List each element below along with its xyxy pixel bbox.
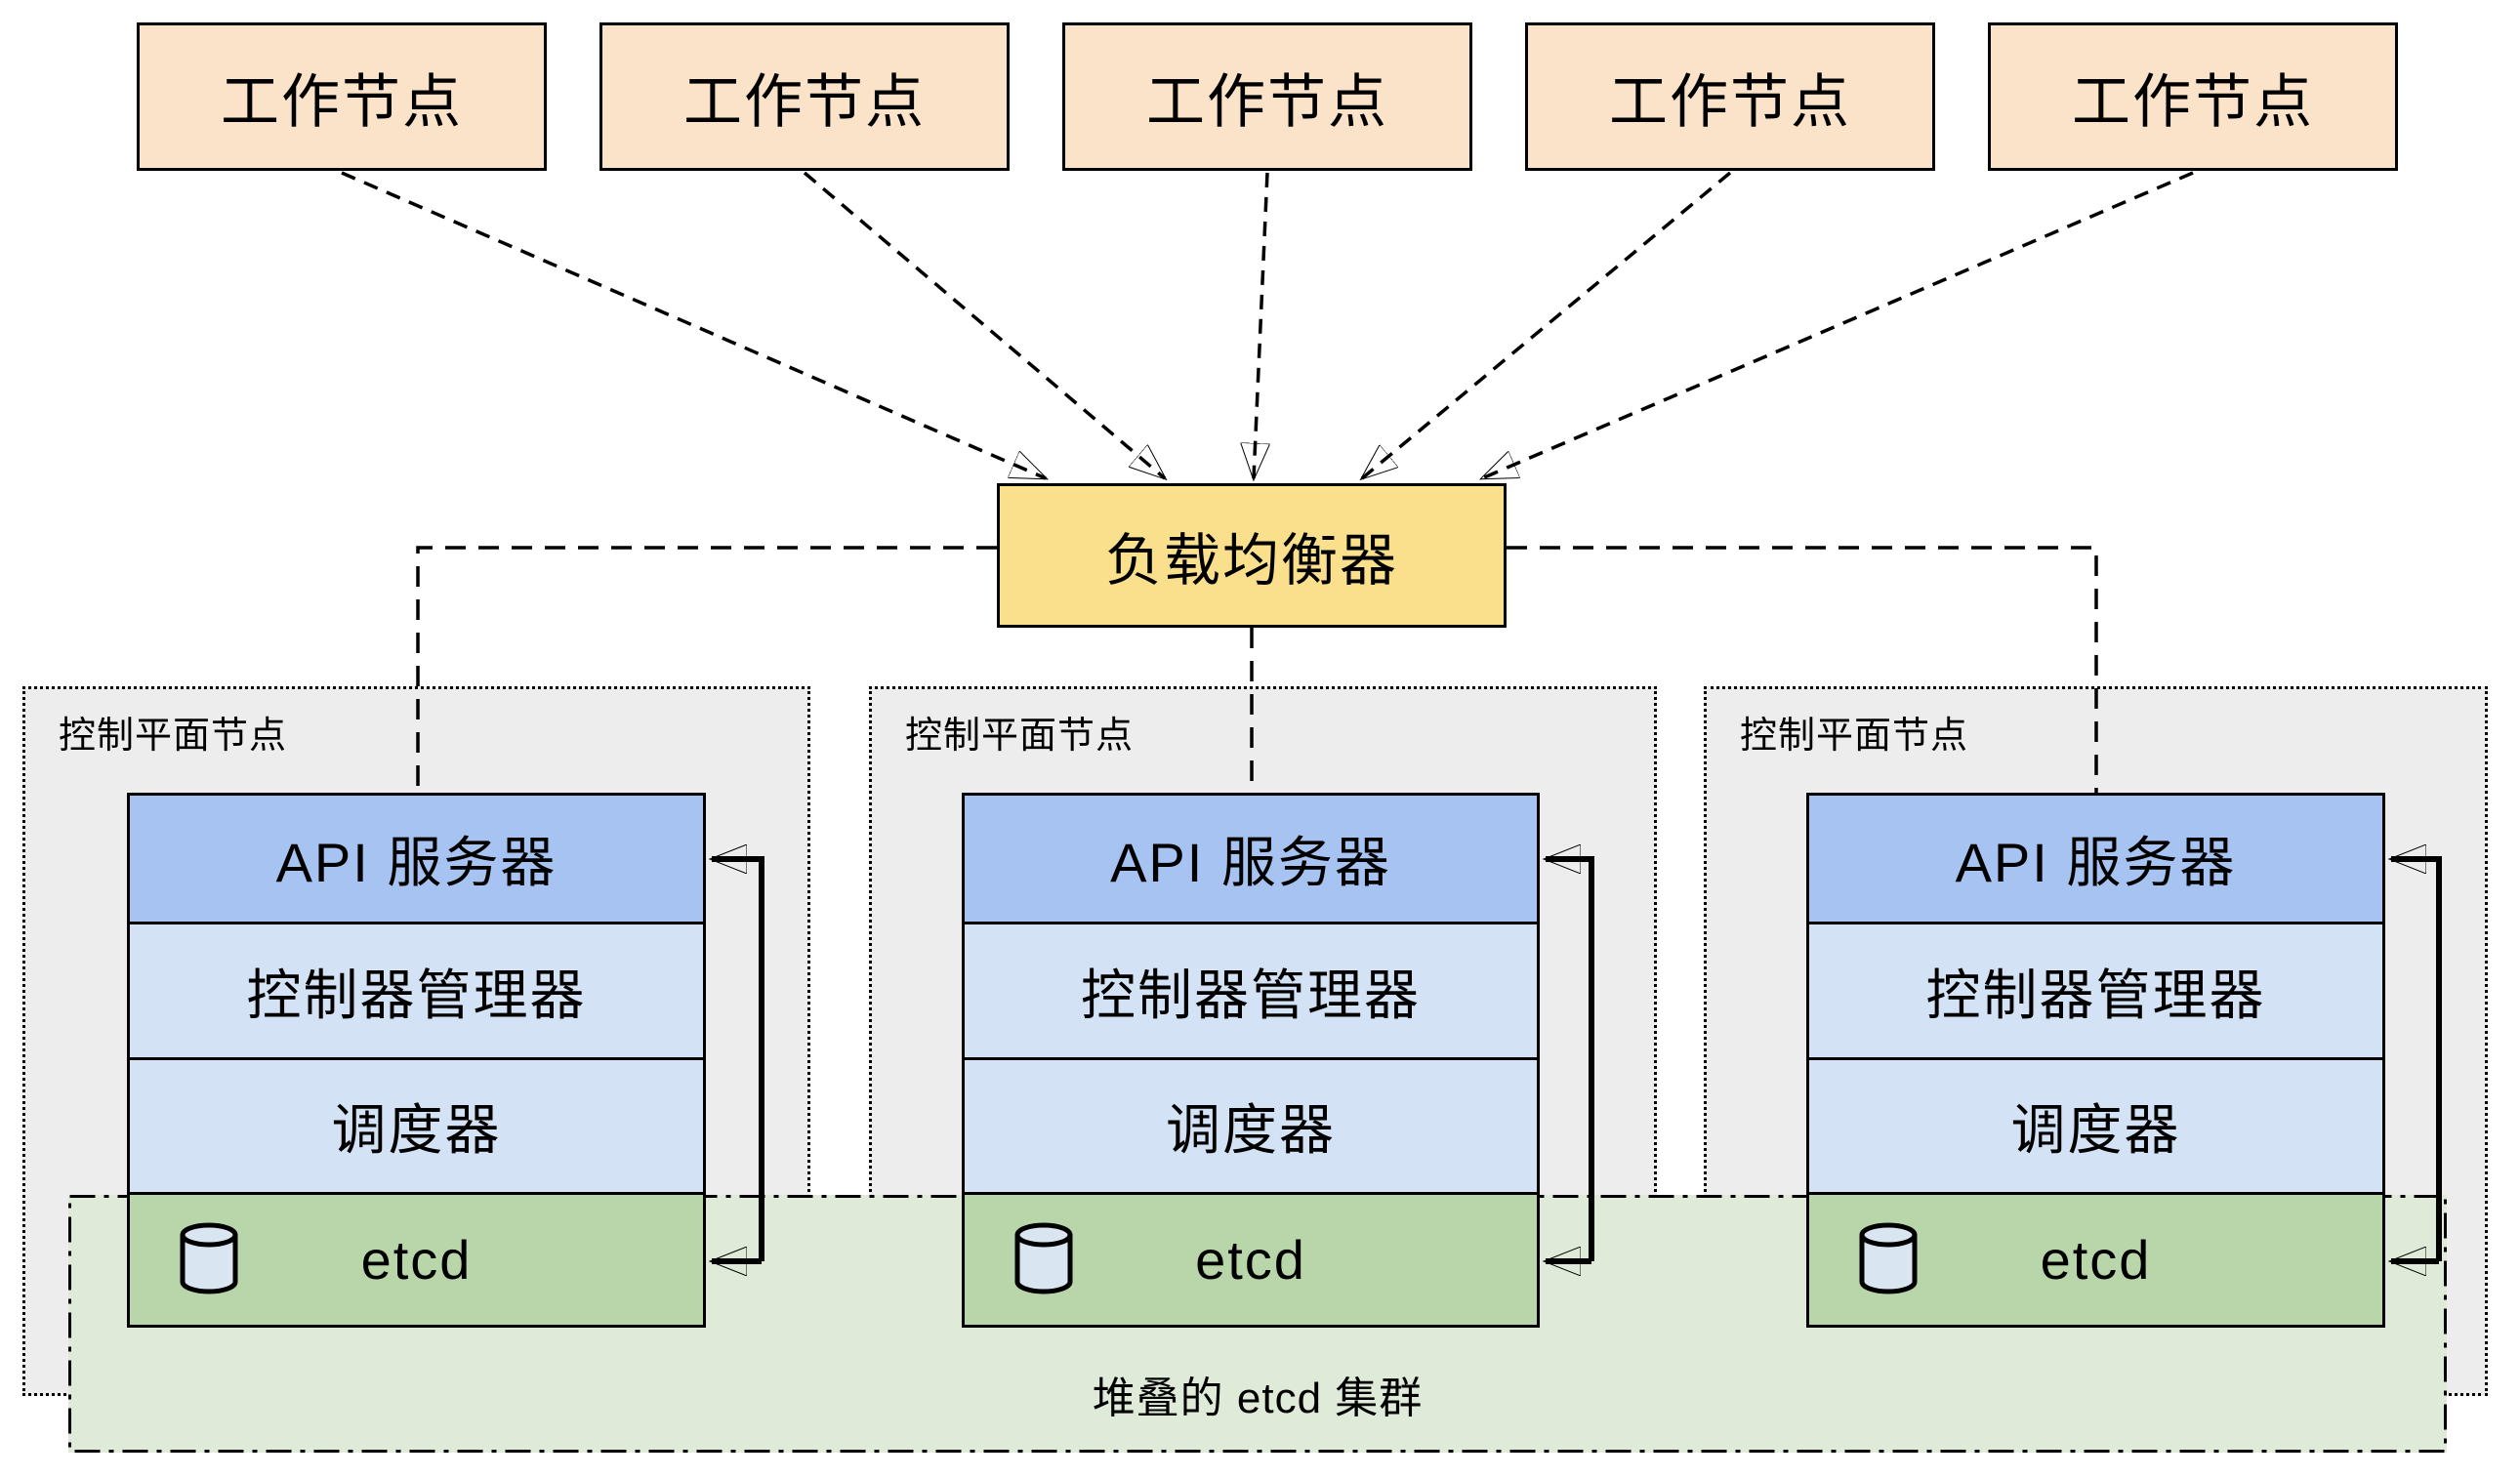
worker-node-label: 工作节点 xyxy=(683,68,926,135)
worker-to-lb-arrow xyxy=(1482,171,2194,480)
etcd-box: etcd xyxy=(127,1195,706,1328)
scheduler-box: 调度器 xyxy=(127,1060,706,1195)
stacked-etcd-region-border xyxy=(68,1195,2447,1453)
worker-node-label: 工作节点 xyxy=(2072,68,2314,135)
worker-node-box: 工作节点 xyxy=(1062,22,1472,171)
api-server-box: API 服务器 xyxy=(127,793,706,924)
database-cylinder-icon xyxy=(180,1222,238,1294)
worker-node-label: 工作节点 xyxy=(1609,68,1851,135)
worker-node-label: 工作节点 xyxy=(1146,68,1388,135)
controller-manager-box: 控制器管理器 xyxy=(1806,924,2385,1060)
control-plane-node-label: 控制平面节点 xyxy=(59,716,288,757)
controller-manager-label: 控制器管理器 xyxy=(1081,964,1421,1026)
controller-manager-label: 控制器管理器 xyxy=(1925,964,2266,1026)
database-cylinder-icon xyxy=(1014,1222,1073,1294)
control-plane-stack: API 服务器 控制器管理器 调度器 etcd xyxy=(962,793,1540,1328)
worker-node-box: 工作节点 xyxy=(599,22,1010,171)
api-server-box: API 服务器 xyxy=(1806,793,2385,924)
load-balancer-label: 负载均衡器 xyxy=(1104,529,1398,593)
controller-manager-label: 控制器管理器 xyxy=(246,964,587,1026)
api-server-label: API 服务器 xyxy=(1110,832,1391,893)
worker-to-lb-arrow xyxy=(803,171,1165,478)
scheduler-box: 调度器 xyxy=(962,1060,1540,1195)
scheduler-label: 调度器 xyxy=(2010,1099,2181,1161)
worker-node-box: 工作节点 xyxy=(1988,22,2398,171)
api-server-label: API 服务器 xyxy=(275,832,558,893)
control-plane-stack: API 服务器 控制器管理器 调度器 etcd xyxy=(127,793,706,1328)
controller-manager-box: 控制器管理器 xyxy=(127,924,706,1060)
worker-node-box: 工作节点 xyxy=(1525,22,1935,171)
etcd-box: etcd xyxy=(962,1195,1540,1328)
control-plane-node-label: 控制平面节点 xyxy=(905,716,1135,757)
control-plane-node-label: 控制平面节点 xyxy=(1740,716,1969,757)
api-server-label: API 服务器 xyxy=(1955,832,2237,893)
etcd-label: etcd xyxy=(2040,1229,2152,1291)
worker-to-lb-arrow xyxy=(341,171,1046,480)
load-balancer-box: 负载均衡器 xyxy=(997,483,1507,628)
scheduler-box: 调度器 xyxy=(1806,1060,2385,1195)
worker-to-lb-arrow xyxy=(1254,172,1267,478)
controller-manager-box: 控制器管理器 xyxy=(962,924,1540,1060)
stacked-etcd-cluster-label: 堆叠的 etcd 集群 xyxy=(1092,1375,1424,1422)
worker-node-label: 工作节点 xyxy=(221,68,463,135)
scheduler-label: 调度器 xyxy=(331,1099,502,1161)
etcd-label: etcd xyxy=(1195,1229,1306,1291)
worker-node-box: 工作节点 xyxy=(137,22,547,171)
scheduler-label: 调度器 xyxy=(1166,1099,1336,1161)
control-plane-stack: API 服务器 控制器管理器 调度器 etcd xyxy=(1806,793,2385,1328)
etcd-box: etcd xyxy=(1806,1195,2385,1328)
etcd-label: etcd xyxy=(360,1229,473,1291)
api-server-box: API 服务器 xyxy=(962,793,1540,924)
worker-to-lb-arrow xyxy=(1362,171,1732,478)
database-cylinder-icon xyxy=(1859,1222,1918,1294)
